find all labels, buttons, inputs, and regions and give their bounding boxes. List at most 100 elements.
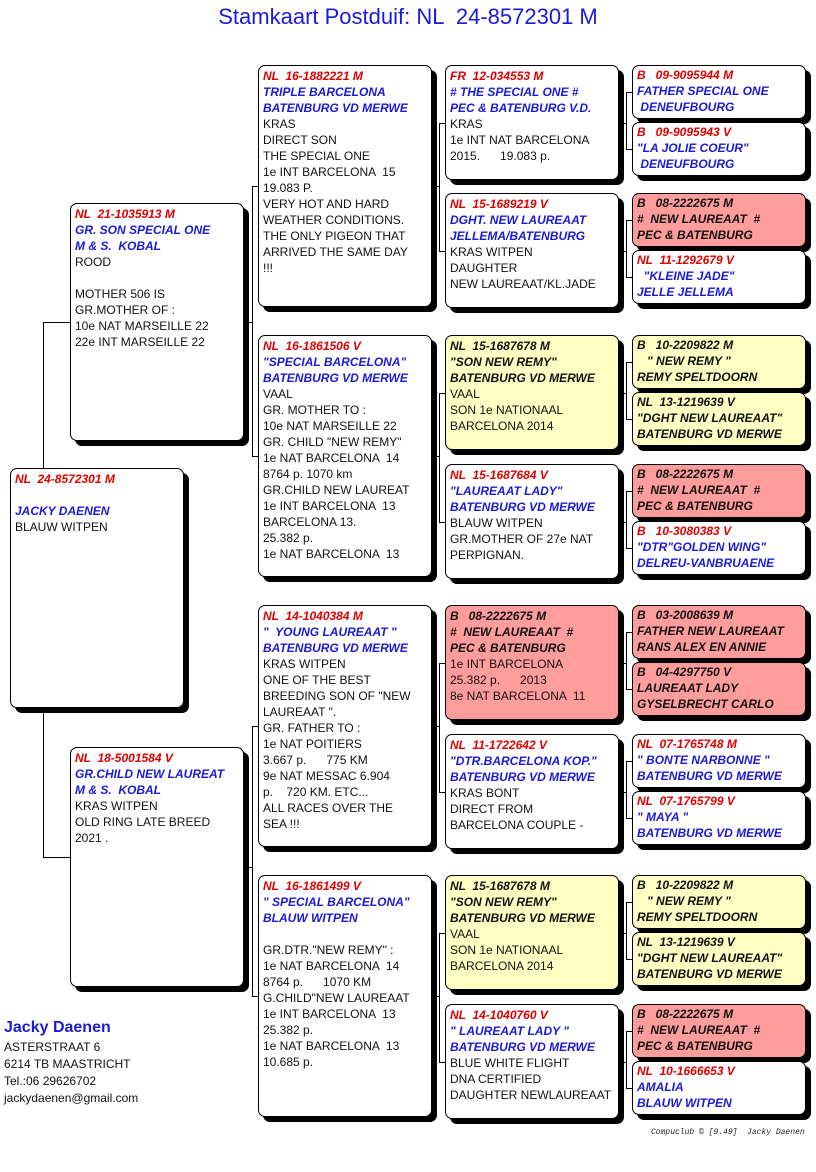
pigeon-card-sss[interactable]: FR 12-034553 M# THE SPECIAL ONE #PEC & B… (445, 65, 619, 180)
connector-line (626, 419, 632, 420)
connector-line (619, 663, 626, 664)
ring-number: B 03-2008639 M (637, 608, 734, 622)
pigeon-name-line: BATENBURG VD MERWE (637, 967, 782, 981)
ring-number: B 09-9095943 V (637, 125, 732, 139)
pigeon-detail-line: 10e NAT MARSEILLE 22 (75, 319, 209, 333)
connector-line (432, 456, 439, 457)
pigeon-card-ddsd[interactable]: NL 13-1219639 V"DGHT NEW LAUREAAT"BATENB… (632, 932, 806, 986)
connector-line (439, 933, 445, 934)
connector-line (439, 663, 445, 664)
pigeon-detail-line: SEA !!! (263, 817, 300, 831)
pigeon-name-line: BATENBURG VD MERWE (450, 371, 595, 385)
connector-line (619, 522, 626, 523)
pigeon-detail-line: VERY HOT AND HARD (263, 197, 390, 211)
pigeon-card-dd[interactable]: NL 16-1861499 V" SPECIAL BARCELONA"BLAUW… (258, 875, 432, 1117)
pigeon-name-line: PEC & BATENBURG V.D. (450, 101, 592, 115)
pigeon-detail-line: SON 1e NATIONAAL (450, 943, 564, 957)
pigeon-card-dsdd[interactable]: NL 07-1765799 V" MAYA "BATENBURG VD MERW… (632, 791, 806, 845)
pigeon-detail-line: 1e INT BARCELONA 15 (263, 165, 396, 179)
pigeon-card-dddd[interactable]: NL 10-1666653 V AMALIA BLAUW WITPEN (632, 1061, 806, 1115)
pigeon-card-ssds[interactable]: B 08-2222675 M# NEW LAUREAAT #PEC & BATE… (632, 193, 806, 247)
pigeon-name-line: "DGHT NEW LAUREAAT" (637, 951, 783, 965)
pigeon-detail-line: BREEDING SON OF "NEW (263, 689, 411, 703)
pigeon-name-line: PEC & BATENBURG (637, 499, 753, 513)
pigeon-detail-line: 8764 p. 1070 km (263, 467, 353, 481)
connector-line (439, 663, 440, 792)
pigeon-detail-line: 1e NAT BARCELONA 14 (263, 451, 400, 465)
pigeon-card-sds[interactable]: NL 15-1687678 M"SON NEW REMY"BATENBURG V… (445, 335, 619, 450)
pigeon-detail-line: ROOD (75, 255, 111, 269)
connector-line (439, 1062, 445, 1063)
pigeon-detail-line: 1e INT NAT BARCELONA (450, 133, 590, 147)
pigeon-card-sddd[interactable]: B 10-3080383 V"DTR"GOLDEN WING"DELREU-VA… (632, 521, 806, 575)
connector-line (626, 1031, 632, 1032)
pigeon-detail-line: 2021 . (75, 831, 109, 845)
pigeon-card-dds[interactable]: NL 15-1687678 M"SON NEW REMY"BATENBURG V… (445, 875, 619, 990)
pigeon-detail-line (75, 270, 239, 286)
pigeon-name-line: M & S. KOBAL (75, 239, 161, 253)
connector-line (626, 902, 627, 959)
pigeon-card-ddss[interactable]: B 10-2209822 M " NEW REMY "REMY SPELTDOO… (632, 875, 806, 929)
pigeon-detail-line: DIRECT SON (263, 133, 337, 147)
ring-number: NL 24-8572301 M (15, 472, 115, 486)
pigeon-name-line: BATENBURG VD MERWE (263, 101, 408, 115)
pigeon-detail-line: BARCELONA 2014 (450, 959, 554, 973)
pigeon-detail-line: BLAUW WITPEN (450, 516, 543, 530)
pigeon-name-line: BATENBURG VD MERWE (450, 911, 595, 925)
pigeon-name-line: "DGHT NEW LAUREAAT" (637, 411, 783, 425)
pigeon-detail-line: 1e NAT POITIERS (263, 737, 362, 751)
pigeon-name-line: M & S. KOBAL (75, 783, 161, 797)
connector-line (432, 186, 439, 187)
pigeon-card-sdsd[interactable]: NL 13-1219639 V"DGHT NEW LAUREAAT"BATENB… (632, 392, 806, 446)
pigeon-card-ddds[interactable]: B 08-2222675 M# NEW LAUREAAT #PEC & BATE… (632, 1004, 806, 1058)
pigeon-card-ssdd[interactable]: NL 11-1292679 V "KLEINE JADE"JELLE JELLE… (632, 250, 806, 304)
pigeon-card-dsds[interactable]: NL 07-1765748 M" BONTE NARBONNE "BATENBU… (632, 734, 806, 788)
connector-line (432, 726, 439, 727)
pigeon-detail-line: 10.685 p. (263, 1055, 314, 1069)
pigeon-name-line: GR. SON SPECIAL ONE (75, 223, 211, 237)
pigeon-name-line: JACKY DAENEN (15, 504, 110, 518)
pigeon-card-dsd[interactable]: NL 11-1722642 V"DTR.BARCELONA KOP."BATEN… (445, 734, 619, 849)
pigeon-name-line: BATENBURG VD MERWE (637, 826, 782, 840)
pigeon-card-sdds[interactable]: B 08-2222675 M# NEW LAUREAAT #PEC & BATE… (632, 464, 806, 518)
pigeon-detail-line: 1e NAT BARCELONA 13 (263, 1039, 400, 1053)
connector-line (244, 867, 252, 868)
pigeon-name-line: BLAUW WITPEN (637, 1096, 732, 1110)
pigeon-name-line: " SPECIAL BARCELONA" (263, 895, 410, 909)
ring-number: NL 13-1219639 V (637, 395, 735, 409)
pigeon-detail-line: G.CHILD"NEW LAUREAAT (263, 991, 410, 1005)
pigeon-name-line: # THE SPECIAL ONE # (450, 85, 579, 99)
ring-number: NL 10-1666653 V (637, 1064, 735, 1078)
pigeon-name-line: # NEW LAUREAAT # (450, 625, 574, 639)
pigeon-card-sdd[interactable]: NL 15-1687684 V"LAUREAAT LADY"BATENBURG … (445, 464, 619, 579)
pigeon-card-ds[interactable]: NL 14-1040384 M" YOUNG LAUREAAT "BATENBU… (258, 605, 432, 847)
pigeon-card-ddd[interactable]: NL 14-1040760 V" LAUREAAT LADY "BATENBUR… (445, 1004, 619, 1119)
pigeon-detail-line: 19.083 P. (263, 181, 313, 195)
pigeon-detail-line: THE ONLY PIGEON THAT (263, 229, 406, 243)
ring-number: NL 15-1687678 M (450, 339, 550, 353)
pigeon-card-sssd[interactable]: B 09-9095943 V"LA JOLIE COEUR" DENEUFBOU… (632, 122, 806, 176)
pigeon-name-line: DENEUFBOURG (637, 100, 735, 114)
ring-number: NL 07-1765799 V (637, 794, 735, 808)
pigeon-detail-line: VAAL (263, 387, 293, 401)
ring-number: B 04-4297750 V (637, 665, 732, 679)
pigeon-card-sd[interactable]: NL 16-1861506 V"SPECIAL BARCELONA"BATENB… (258, 335, 432, 577)
connector-line (626, 491, 632, 492)
pigeon-detail-line: OLD RING LATE BREED (75, 815, 211, 829)
pigeon-card-dss[interactable]: B 08-2222675 M# NEW LAUREAAT #PEC & BATE… (445, 605, 619, 720)
pigeon-name-line: DGHT. NEW LAUREAAT (450, 213, 587, 227)
pigeon-name-line: AMALIA (637, 1080, 684, 1094)
connector-line (439, 123, 445, 124)
owner-email[interactable]: jackydaenen@gmail.com (4, 1091, 139, 1105)
pigeon-card-sdss[interactable]: B 10-2209822 M " NEW REMY "REMY SPELTDOO… (632, 335, 806, 389)
ring-number: NL 14-1040760 V (450, 1008, 548, 1022)
pigeon-name-line: GYSELBRECHT CARLO (637, 697, 774, 711)
